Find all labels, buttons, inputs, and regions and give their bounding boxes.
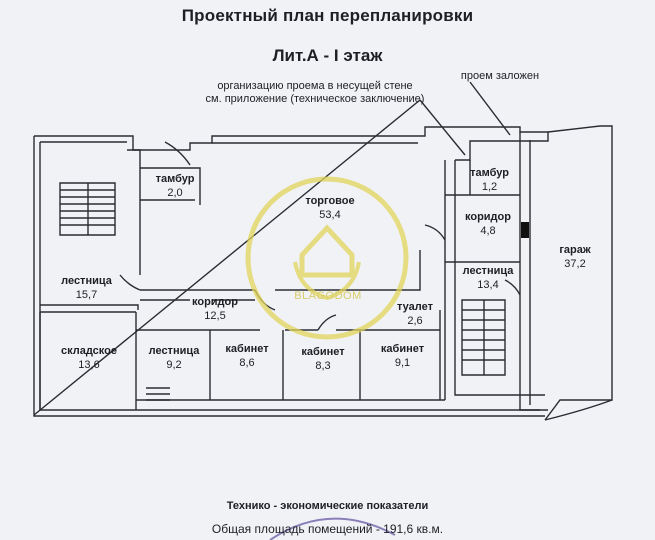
room-name: складское bbox=[60, 345, 117, 357]
right-block-wall bbox=[444, 160, 520, 400]
footer-total-area: Общая площадь помещений - 191,6 кв.м. bbox=[211, 522, 444, 536]
stair-right-flight bbox=[461, 299, 506, 376]
room-area: 4,8 bbox=[480, 225, 496, 237]
opening-note-line1: организацию проема в несущей стене bbox=[217, 80, 413, 92]
room-area: 13,4 bbox=[477, 279, 499, 291]
room-area: 15,7 bbox=[75, 289, 98, 301]
room-name: торговое bbox=[305, 195, 355, 207]
room-area: 9,1 bbox=[394, 357, 411, 369]
door-arc-6 bbox=[424, 224, 446, 241]
room-lestnitsa-bottom: лестница 9,2 bbox=[138, 344, 210, 372]
room-area: 12,5 bbox=[204, 310, 226, 322]
room-name: тамбур bbox=[155, 173, 195, 185]
room-lestnitsa-right: лестница 13,4 bbox=[448, 264, 528, 292]
room-name: кабинет bbox=[301, 346, 345, 358]
garage-door-arc bbox=[544, 399, 613, 421]
house-icon bbox=[299, 224, 355, 278]
room-tualet: туалет 2,6 bbox=[386, 300, 444, 328]
room-name: кабинет bbox=[225, 343, 269, 355]
room-name: лестница bbox=[462, 265, 514, 277]
room-area: 37,2 bbox=[564, 258, 586, 270]
room-kabinet-2: кабинет 8,3 bbox=[287, 345, 359, 373]
storage-wall bbox=[39, 312, 137, 410]
room-koridor-right: коридор 4,8 bbox=[448, 210, 528, 238]
watermark-logo bbox=[245, 176, 409, 340]
room-area: 8,3 bbox=[315, 360, 331, 372]
door-arc-2 bbox=[119, 274, 141, 291]
room-name: коридор bbox=[192, 296, 238, 308]
stair-right-treads bbox=[462, 309, 505, 361]
room-name: кабинет bbox=[380, 343, 425, 355]
garage-wall bbox=[519, 125, 613, 421]
opening-note: организацию проема в несущей стене см. п… bbox=[195, 80, 435, 106]
stamp-arc bbox=[269, 517, 396, 540]
room-name: лестница bbox=[61, 275, 112, 287]
blocked-leader bbox=[469, 81, 511, 136]
watermark-text: BLAGODOM bbox=[294, 290, 362, 302]
room-tambur-left: тамбур 2,0 bbox=[145, 172, 205, 200]
room-skladskoe: складское 13,6 bbox=[44, 344, 134, 372]
corridor-top-wall bbox=[140, 250, 421, 301]
plan-subtitle: Лит.А - I этаж bbox=[272, 46, 383, 65]
section-line bbox=[33, 99, 421, 416]
stair-left-treads bbox=[60, 183, 115, 235]
room-name: туалет bbox=[397, 301, 433, 313]
room-lestnitsa-left: лестница 15,7 bbox=[44, 274, 129, 302]
office-top-wall bbox=[136, 310, 441, 331]
room-kabinet-3: кабинет 9,1 bbox=[365, 342, 440, 370]
room-name: лестница bbox=[148, 345, 200, 357]
room-area: 1,2 bbox=[481, 181, 498, 193]
room-area: 2,0 bbox=[167, 187, 183, 199]
opening-leader bbox=[419, 99, 466, 156]
left-stair-wall bbox=[40, 149, 141, 313]
room-kabinet-1: кабинет 8,6 bbox=[212, 342, 282, 370]
room-tambur-right: тамбур 1,2 bbox=[452, 166, 527, 194]
footer-heading: Технико - экономические показатели bbox=[226, 500, 429, 512]
room-name: тамбур bbox=[470, 167, 509, 179]
room-area: 53,4 bbox=[319, 209, 341, 221]
blocked-opening-note: проем заложен bbox=[460, 70, 540, 82]
room-torgovoe: торговое 53,4 bbox=[280, 194, 380, 222]
tambur-left-wall bbox=[140, 167, 201, 205]
room-garazh: гараж 37,2 bbox=[540, 243, 610, 271]
door-arc-5 bbox=[504, 279, 521, 296]
door-arc-4 bbox=[317, 314, 337, 331]
room-name: коридор bbox=[465, 211, 511, 223]
room-area: 2,6 bbox=[407, 315, 423, 327]
room-name: гараж bbox=[559, 244, 591, 256]
room-area: 9,2 bbox=[166, 359, 182, 371]
room-koridor-mid: коридор 12,5 bbox=[180, 295, 250, 323]
plan-title: Проектный план перепланировки bbox=[181, 6, 474, 25]
door-arc-1 bbox=[164, 141, 191, 166]
outer-wall bbox=[33, 126, 549, 417]
hands-icon bbox=[293, 261, 361, 301]
blocked-opening-mark bbox=[521, 222, 529, 238]
stair-bottom-treads bbox=[146, 387, 170, 401]
opening-note-line2: см. приложение (техническое заключение) bbox=[205, 93, 425, 105]
room-area: 13,6 bbox=[78, 359, 100, 371]
room-area: 8,6 bbox=[239, 357, 255, 369]
